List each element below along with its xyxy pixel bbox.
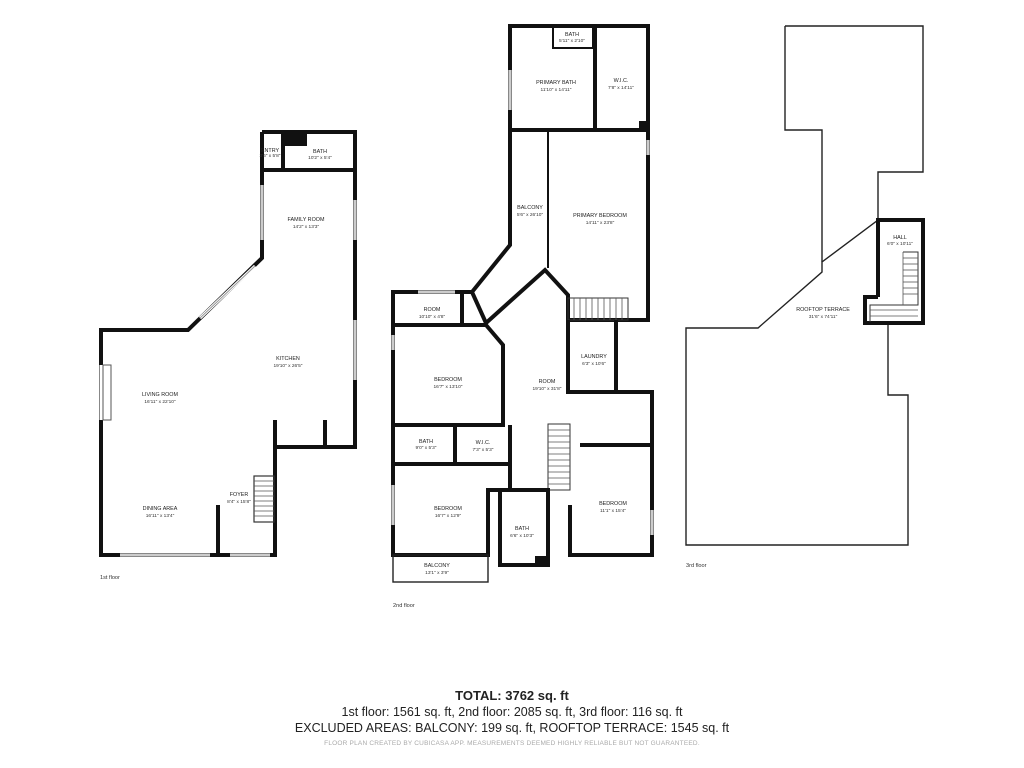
room-name: W.I.C. xyxy=(614,78,629,84)
room-dims: 6'0" x 10'11" xyxy=(887,241,913,247)
excluded-areas: EXCLUDED AREAS: BALCONY: 199 sq. ft, ROO… xyxy=(294,721,730,735)
first-floor-plan: ENTRY 3'6" x 5'8" BATH 10'2" x 5'4" FAMI… xyxy=(99,130,357,581)
room-name: BATH xyxy=(565,32,579,38)
stairs xyxy=(253,475,275,523)
room-name: FOYER xyxy=(230,492,249,498)
rooftop-terrace-outline-top xyxy=(784,26,823,262)
room-dims: 6'6" x 10'3" xyxy=(510,533,534,539)
disclaimer: FLOOR PLAN CREATED BY CUBICASA APP. MEAS… xyxy=(324,740,700,747)
room-dims: 5'6" x 26'10" xyxy=(517,212,544,218)
room-name: BEDROOM xyxy=(434,506,462,512)
hall-wall xyxy=(863,218,925,325)
bath-fixture xyxy=(285,132,307,146)
room-name: LIVING ROOM xyxy=(142,392,178,398)
bath-wic-block xyxy=(393,425,512,466)
room-dims: 14'2" x 13'3" xyxy=(293,224,320,230)
room-east-wall xyxy=(568,390,654,557)
room-name: FAMILY ROOM xyxy=(288,217,325,223)
room-name: ROOM xyxy=(424,307,441,313)
floor-label-third: 3rd floor xyxy=(686,563,707,569)
room-name: BATH xyxy=(419,439,433,445)
floor-label-first: 1st floor xyxy=(100,575,120,581)
room-dims: 19'10" x 26'5" xyxy=(274,363,303,369)
room-name: HALL xyxy=(893,235,907,241)
third-floor-plan: HALL 6'0" x 10'11" ROOFTOP TERRACE 31'6"… xyxy=(685,25,925,569)
room-name: ROOM xyxy=(539,379,556,385)
room-dims: 10'2" x 5'4" xyxy=(308,155,332,161)
room-name: BATH xyxy=(515,526,529,532)
total-area: TOTAL: 3762 sq. ft xyxy=(455,688,569,703)
room-dims: 9'0" x 5'3" xyxy=(416,445,437,451)
wall-column xyxy=(639,121,648,130)
lower-balcony-outline xyxy=(392,554,489,583)
room-dims: 31'6" x 74'11" xyxy=(809,314,838,320)
room-dims: 8'4" x 15'8" xyxy=(227,499,251,505)
floor-label-second: 2nd floor xyxy=(393,603,415,609)
room-name: BEDROOM xyxy=(599,501,627,507)
room-dims: 10'10" x 4'8" xyxy=(419,314,446,320)
bath-fixture xyxy=(535,556,548,565)
stairs xyxy=(869,251,919,322)
fireplace xyxy=(102,364,112,421)
room-dims: 6'3" x 10'6" xyxy=(582,361,606,367)
room-dims: 16'7" x 13'10" xyxy=(434,384,463,390)
room-name: KITCHEN xyxy=(276,356,300,362)
room-name: BATH xyxy=(313,149,327,155)
room-name: ROOFTOP TERRACE xyxy=(796,307,850,313)
room-name: BALCONY xyxy=(424,563,450,569)
bedroom-inner-wall xyxy=(393,323,505,427)
room-name: BALCONY xyxy=(517,205,543,211)
room-dims: 11'1" x 15'4" xyxy=(600,508,626,514)
room-name: W.I.C. xyxy=(476,440,491,446)
room-dims: 14'11" x 23'8" xyxy=(586,220,615,226)
laundry-wall xyxy=(566,320,618,394)
room-dims: 11'10" x 14'11" xyxy=(541,87,572,93)
room-dims: 7'8" x 14'11" xyxy=(608,85,634,91)
room-name: LAUNDRY xyxy=(581,354,607,360)
room-dims: 13'1" x 3'9" xyxy=(425,570,449,576)
rooftop-terrace-outline xyxy=(685,25,924,546)
room-name: PRIMARY BATH xyxy=(536,80,576,86)
room-dims: 19'10" x 31'8" xyxy=(533,386,562,392)
stairs xyxy=(567,297,629,321)
room-name: BEDROOM xyxy=(434,377,462,383)
small-bath-wall xyxy=(552,25,594,49)
floor-areas: 1st floor: 1561 sq. ft, 2nd floor: 2085 … xyxy=(341,705,683,719)
room-dims: 5'11" x 2'10" xyxy=(559,38,585,44)
second-floor-plan: BATH 5'11" x 2'10" PRIMARY BATH 11'10" x… xyxy=(391,24,654,609)
stairs xyxy=(547,423,571,491)
room-name: DINING AREA xyxy=(143,506,178,512)
room-name: PRIMARY BEDROOM xyxy=(573,213,627,219)
primary-bedroom-wall xyxy=(469,130,650,327)
room-dims: 7'3" x 5'3" xyxy=(473,447,494,453)
room-dims: 3'6" x 5'8" xyxy=(260,153,281,159)
room-dims: 16'11" x 22'10" xyxy=(144,399,176,405)
room-dims: 16'7" x 12'9" xyxy=(435,513,462,519)
room-dims: 16'11" x 13'4" xyxy=(146,513,175,519)
area-summary: TOTAL: 3762 sq. ft 1st floor: 1561 sq. f… xyxy=(0,688,1024,749)
room-name: ENTRY xyxy=(261,148,280,154)
